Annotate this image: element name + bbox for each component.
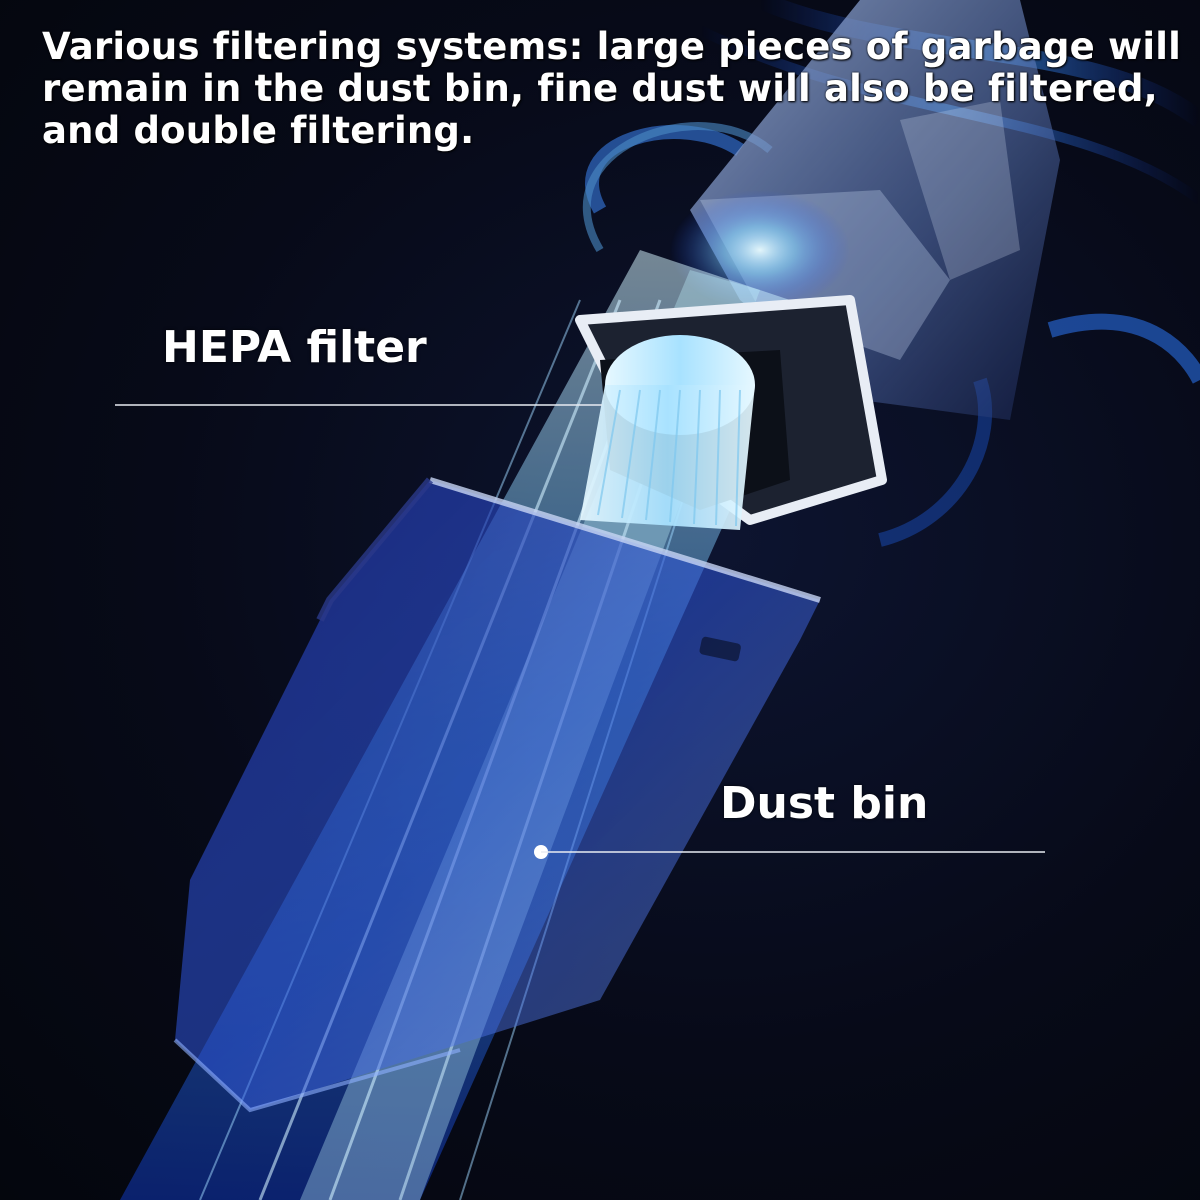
callout-leader-lines <box>115 404 1045 859</box>
hepa-filter-part <box>575 295 887 530</box>
hepa-filter-label: HEPA filter <box>162 322 427 373</box>
dust-bin-part <box>173 477 821 1113</box>
dust-bin-label: Dust bin <box>720 778 929 829</box>
feature-headline: Various filtering systems: large pieces … <box>42 25 1182 152</box>
